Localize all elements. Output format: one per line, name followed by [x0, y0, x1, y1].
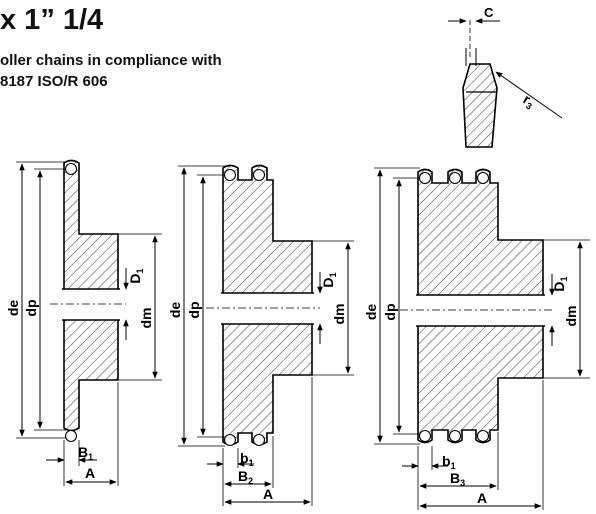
duplex-sprocket: de dp dm D1 b1 B2 A: [167, 164, 354, 506]
duplex-bore-symbol: D: [320, 277, 336, 287]
tooth-profile: [462, 63, 498, 148]
triplex-sprocket: de dp dm D1 b1 B3 A: [363, 167, 590, 510]
duplex-tooth-width-label: b1: [240, 450, 254, 468]
triplex-bore-symbol: D: [551, 281, 567, 291]
page-title: x 1” 1/4: [0, 4, 104, 36]
simplex-bore-symbol: D: [127, 273, 143, 283]
duplex-bore: [221, 293, 314, 324]
duplex-hub-length-label: A: [263, 486, 273, 502]
heading-block: x 1” 1/4 oller chains in compliance with…: [0, 4, 330, 92]
duplex-pitch-diameter-label: dp: [186, 301, 202, 318]
subtitle-line-2: 8187 ISO/R 606: [0, 73, 108, 90]
duplex-overall-width-symbol: B: [238, 468, 248, 484]
simplex-tooth-width-subscript: 1: [88, 452, 93, 462]
triplex-bore-label: D1: [551, 276, 569, 291]
tooth-detail: C r3: [448, 5, 563, 148]
triplex-pitch-diameter-label: dp: [382, 303, 398, 320]
duplex-hub-diameter-label: dm: [331, 304, 347, 325]
triplex-overall-width-subscript: 3: [460, 478, 465, 488]
duplex-tooth-width-symbol: b: [240, 450, 249, 466]
duplex-outer-diameter-label: de: [167, 302, 183, 319]
triplex-bore-subscript: 1: [559, 276, 569, 281]
radius-subscript: 3: [524, 100, 533, 111]
simplex-tooth-width-symbol: B: [78, 444, 88, 460]
duplex-overall-width-subscript: 2: [248, 476, 253, 486]
simplex-bore-subscript: 1: [135, 268, 145, 273]
simplex-hub-diameter-label: dm: [138, 308, 154, 329]
duplex-bore-label: D1: [320, 272, 338, 287]
triplex-bore: [416, 295, 545, 326]
chamfer-label: C: [484, 5, 494, 20]
triplex-overall-width-symbol: B: [450, 470, 460, 486]
triplex-hub-diameter-label: dm: [563, 306, 579, 327]
simplex-hub-length-label: A: [85, 465, 95, 481]
simplex-tooth-width-label: B1: [78, 444, 93, 462]
simplex-sprocket: de dp dm D1 B1 A: [5, 159, 162, 486]
triplex-hub-length-label: A: [477, 490, 487, 506]
subtitle-line-1: oller chains in compliance with: [0, 52, 222, 69]
simplex-outer-diameter-label: de: [5, 300, 21, 317]
duplex-overall-width-label: B2: [238, 468, 253, 486]
triplex-tooth-width-label: b1: [442, 453, 456, 471]
duplex-tooth-width-subscript: 1: [249, 458, 254, 468]
duplex-bore-subscript: 1: [328, 272, 338, 277]
radius-label: r3: [520, 91, 538, 112]
simplex-bore: [62, 289, 120, 320]
triplex-tooth-width-subscript: 1: [451, 461, 456, 471]
triplex-outer-diameter-label: de: [363, 304, 379, 321]
triplex-tooth-width-symbol: b: [442, 453, 451, 469]
page-subtitle: oller chains in compliance with 8187 ISO…: [0, 50, 330, 92]
triplex-overall-width-label: B3: [450, 470, 465, 488]
simplex-pitch-diameter-label: dp: [23, 299, 39, 316]
simplex-bore-label: D1: [127, 268, 145, 283]
